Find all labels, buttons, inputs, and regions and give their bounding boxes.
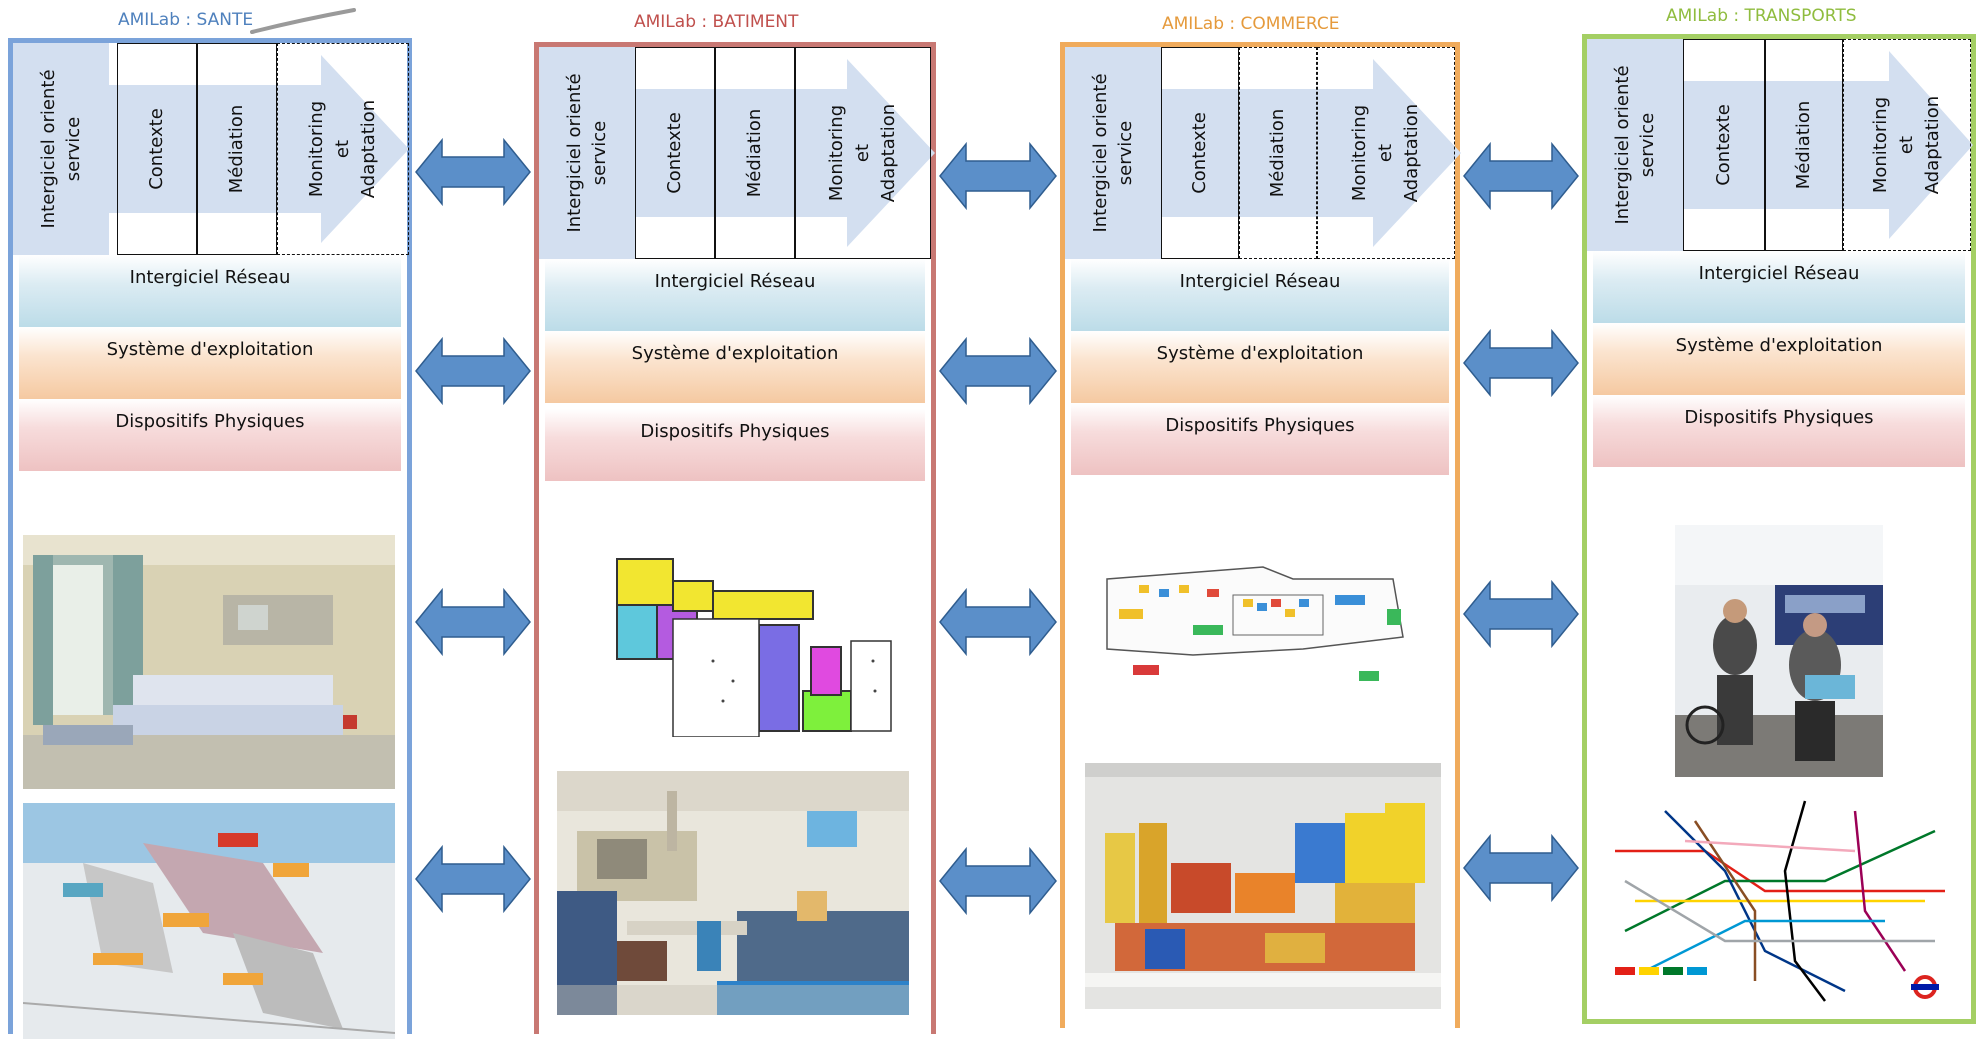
lab-panel-commerce: Intergiciel orienté service Contexte Méd… [1060, 42, 1461, 1028]
apartment-floor-plan [563, 551, 903, 737]
service-middleware-area: Intergiciel orienté service Contexte Méd… [13, 43, 409, 255]
monitoring-box: Monitoring et Adaptation [1317, 47, 1455, 259]
double-arrow-connector [415, 336, 531, 406]
subway-map [1605, 791, 1955, 1011]
double-arrow-connector [1463, 328, 1579, 398]
double-arrow-connector [1463, 141, 1579, 211]
context-box: Contexte [1161, 47, 1239, 259]
service-middleware-area: Intergiciel orienté service Contexte Méd… [1587, 39, 1973, 251]
train-platform-photo [1675, 525, 1883, 777]
physical-devices-layer: Dispositifs Physiques [1071, 403, 1449, 475]
double-arrow-connector [939, 141, 1057, 211]
double-arrow-connector [939, 846, 1057, 916]
double-arrow-connector [415, 844, 531, 914]
double-arrow-connector [1463, 833, 1579, 903]
context-box: Contexte [117, 43, 197, 255]
operating-system-layer: Système d'exploitation [1593, 323, 1965, 395]
lab-panel-batiment: Intergiciel orienté service Contexte Méd… [534, 42, 936, 1034]
operating-system-layer: Système d'exploitation [1071, 331, 1449, 403]
store-floor-plan [1103, 559, 1415, 707]
service-middleware-area: Intergiciel orienté service Contexte Méd… [539, 47, 935, 259]
double-arrow-connector [1463, 579, 1579, 649]
lab-title-transports: AMILab : TRANSPORTS [1666, 6, 1857, 26]
network-middleware-layer: Intergiciel Réseau [19, 255, 401, 327]
flow-arrow-shape [1161, 59, 1461, 247]
monitoring-box: Monitoring et Adaptation [277, 43, 409, 255]
flow-arrow-shape [109, 55, 409, 243]
network-middleware-layer: Intergiciel Réseau [545, 259, 925, 331]
service-oriented-middleware-block: Intergiciel orienté service [1587, 39, 1683, 251]
physical-devices-layer: Dispositifs Physiques [545, 409, 925, 481]
lab-panel-transports: Intergiciel orienté service Contexte Méd… [1582, 34, 1976, 1024]
double-arrow-connector [415, 587, 531, 657]
double-arrow-connector [939, 587, 1057, 657]
lab-title-batiment: AMILab : BATIMENT [634, 12, 799, 32]
service-oriented-middleware-block: Intergiciel orienté service [13, 43, 109, 255]
flow-arrow-shape [1683, 51, 1973, 239]
swoosh-decoration [250, 8, 356, 34]
network-middleware-layer: Intergiciel Réseau [1593, 251, 1965, 323]
service-oriented-middleware-block: Intergiciel orienté service [1065, 47, 1161, 259]
operating-system-layer: Système d'exploitation [19, 327, 401, 399]
double-arrow-connector [939, 336, 1057, 406]
lab-title-commerce: AMILab : COMMERCE [1162, 14, 1340, 34]
mediation-box: Médiation [197, 43, 277, 255]
lab-title-sante: AMILab : SANTE [118, 10, 254, 30]
operating-system-layer: Système d'exploitation [545, 331, 925, 403]
hospital-campus-map [23, 803, 395, 1039]
lab-panel-sante: Intergiciel orienté service Contexte Méd… [8, 38, 412, 1039]
grocery-shelf-photo [1085, 763, 1441, 1009]
mediation-box: Médiation [1765, 39, 1843, 251]
mediation-box: Médiation [1239, 47, 1317, 259]
mediation-box: Médiation [715, 47, 795, 259]
context-box: Contexte [635, 47, 715, 259]
living-room-photo [557, 771, 909, 1015]
service-middleware-area: Intergiciel orienté service Contexte Méd… [1065, 47, 1461, 259]
service-oriented-middleware-block: Intergiciel orienté service [539, 47, 635, 259]
physical-devices-layer: Dispositifs Physiques [19, 399, 401, 471]
monitoring-box: Monitoring et Adaptation [795, 47, 931, 259]
monitoring-box: Monitoring et Adaptation [1843, 39, 1971, 251]
physical-devices-layer: Dispositifs Physiques [1593, 395, 1965, 467]
double-arrow-connector [415, 137, 531, 207]
flow-arrow-shape [635, 59, 935, 247]
context-box: Contexte [1683, 39, 1765, 251]
network-middleware-layer: Intergiciel Réseau [1071, 259, 1449, 331]
hospital-room-photo [23, 535, 395, 789]
